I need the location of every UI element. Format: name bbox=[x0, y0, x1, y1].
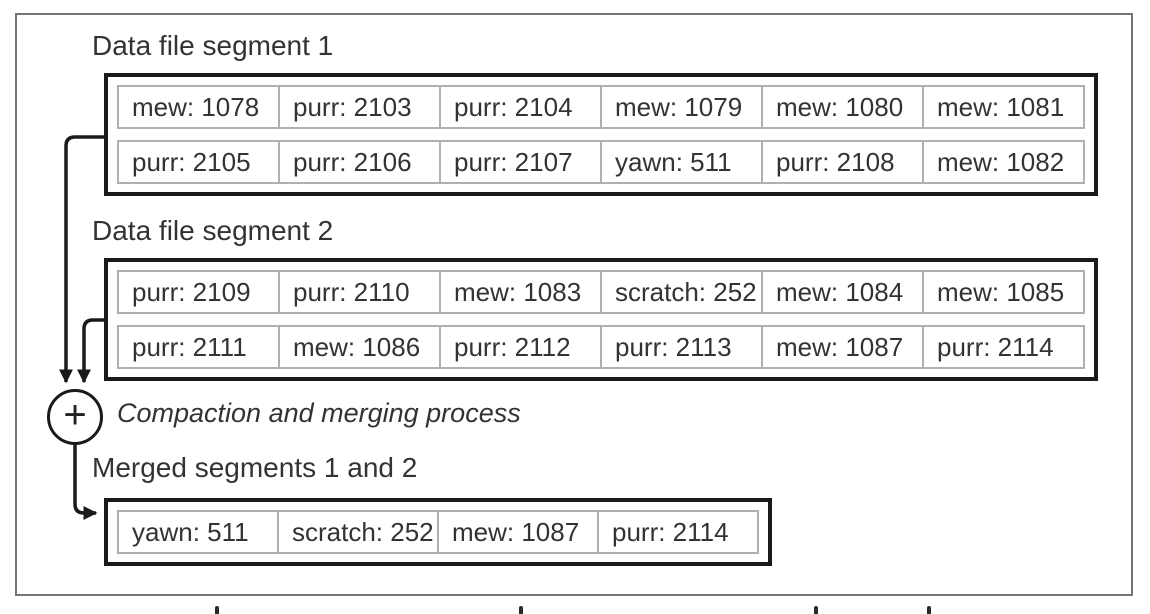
record-cell: purr: 2107 bbox=[439, 140, 602, 184]
record-cell: purr: 2104 bbox=[439, 85, 602, 129]
record-cell: purr: 2103 bbox=[278, 85, 441, 129]
record-cell: mew: 1086 bbox=[278, 325, 441, 369]
record-cell: yawn: 511 bbox=[117, 510, 279, 554]
record-cell: purr: 2114 bbox=[597, 510, 759, 554]
record-cell: mew: 1078 bbox=[117, 85, 280, 129]
merged-title: Merged segments 1 and 2 bbox=[92, 452, 418, 483]
record-cell: purr: 2112 bbox=[439, 325, 602, 369]
cropped-caption-glyph-tip bbox=[519, 606, 523, 614]
record-cell: purr: 2110 bbox=[278, 270, 441, 314]
record-cell: purr: 2113 bbox=[600, 325, 763, 369]
segment2-title: Data file segment 2 bbox=[92, 215, 334, 246]
cropped-caption-glyph-tip bbox=[814, 606, 818, 614]
cropped-caption-glyph-tip bbox=[215, 606, 219, 614]
record-cell: mew: 1079 bbox=[600, 85, 763, 129]
plus-icon: + bbox=[63, 393, 87, 437]
record-cell: mew: 1085 bbox=[922, 270, 1085, 314]
record-cell: purr: 2106 bbox=[278, 140, 441, 184]
record-cell: mew: 1083 bbox=[439, 270, 602, 314]
process-label: Compaction and merging process bbox=[117, 398, 521, 428]
record-cell: purr: 2105 bbox=[117, 140, 280, 184]
record-cell: mew: 1084 bbox=[761, 270, 924, 314]
record-cell: scratch: 252 bbox=[277, 510, 439, 554]
record-cell: mew: 1081 bbox=[922, 85, 1085, 129]
cropped-caption-glyph-tip bbox=[927, 606, 931, 614]
record-cell: purr: 2114 bbox=[922, 325, 1085, 369]
record-cell: mew: 1087 bbox=[761, 325, 924, 369]
merge-operator-circle: + bbox=[47, 389, 103, 445]
record-cell: purr: 2108 bbox=[761, 140, 924, 184]
record-cell: purr: 2109 bbox=[117, 270, 280, 314]
record-cell: purr: 2111 bbox=[117, 325, 280, 369]
record-cell: mew: 1082 bbox=[922, 140, 1085, 184]
segment1-title: Data file segment 1 bbox=[92, 30, 334, 61]
record-cell: yawn: 511 bbox=[600, 140, 763, 184]
record-cell: mew: 1087 bbox=[437, 510, 599, 554]
record-cell: mew: 1080 bbox=[761, 85, 924, 129]
record-cell: scratch: 252 bbox=[600, 270, 763, 314]
